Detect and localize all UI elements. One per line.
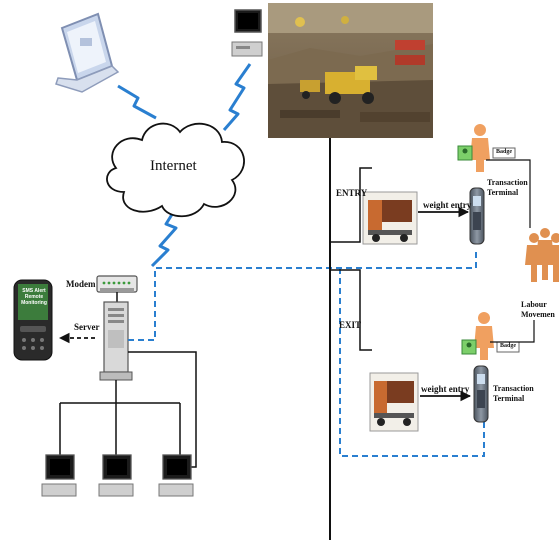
badge-bottom-label: Badge — [500, 343, 517, 349]
transaction-terminal-bottom-label: Transaction Terminal — [493, 384, 534, 403]
worker-bottom-icon — [474, 312, 494, 360]
transaction-terminal-top-label: Transaction Terminal — [487, 178, 528, 197]
internet-cloud — [106, 122, 245, 218]
server-label: Server — [74, 322, 100, 332]
lan-wiring — [59, 351, 197, 468]
truck-entry-photo — [362, 191, 418, 245]
worker-top-icon — [470, 124, 490, 172]
server-icon — [99, 301, 133, 381]
labour-links — [486, 159, 535, 343]
entry-exit-bracket — [330, 167, 372, 351]
weight-entry-bottom-label: weight entry — [421, 384, 470, 394]
mobile-phone-icon — [13, 279, 53, 361]
modem-icon — [96, 275, 138, 293]
dashed-network-links — [128, 248, 485, 457]
labour-movement-label: Labour Movemen — [521, 300, 555, 319]
laptop-icon — [55, 12, 120, 93]
badge-top-card — [492, 147, 516, 159]
wireless-links — [117, 63, 252, 268]
client-computer-1-icon — [41, 454, 77, 497]
badge-reader-bottom-icon — [461, 339, 477, 355]
transaction-terminal-bottom-icon — [473, 365, 489, 423]
sms-alert-text: SMS Alert Remote Monitoring — [21, 288, 47, 306]
client-computer-2-icon — [98, 454, 134, 497]
transaction-terminal-top-icon — [469, 187, 485, 245]
badge-reader-top-icon — [457, 145, 473, 161]
truck-exit-photo — [369, 372, 419, 432]
labour-group-icon — [525, 228, 559, 282]
exit-label: EXIT — [339, 320, 362, 330]
entry-label: ENTRY — [336, 188, 368, 198]
modem-label: Modem — [66, 279, 96, 289]
internet-label: Internet — [150, 158, 197, 174]
weight-entry-top-label: weight entry — [423, 200, 472, 210]
desktop-computer-icon — [231, 9, 263, 57]
client-computer-3-icon — [158, 454, 194, 497]
badge-top-label: Badge — [496, 149, 513, 155]
construction-site-photo — [268, 3, 433, 138]
